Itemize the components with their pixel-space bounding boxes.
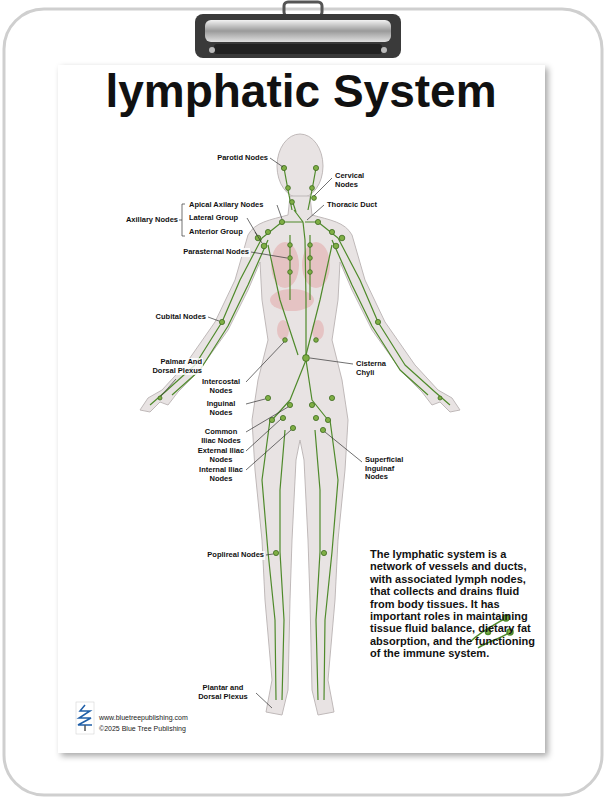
- node-label: Cubital Nodes: [155, 313, 207, 322]
- poster-title: lymphatic System: [105, 68, 496, 114]
- node-label: Apical Axilary Nodes: [188, 201, 264, 210]
- plexus-label: Plantar and Dorsal Plexus: [190, 684, 256, 701]
- website-url: www.bluetreepublishing.com: [99, 714, 188, 722]
- duct-label: Cisterna Chyli: [355, 360, 393, 377]
- node-label: Anterior Group: [188, 228, 244, 237]
- node-label: Cervical Nodes: [334, 172, 374, 189]
- node-label: Internal Iliac Nodes: [196, 466, 246, 483]
- node-label: Parotid Nodes: [216, 154, 269, 163]
- node-label: Parasternal Nodes: [182, 248, 250, 257]
- node-label: Lateral Group: [188, 214, 239, 223]
- node-label: Superficial Inguinaf Nodes: [364, 456, 416, 482]
- node-label: Poplireal Nodes: [206, 551, 265, 560]
- paper-sheet: [58, 65, 545, 753]
- clipboard-board: [4, 9, 602, 795]
- clipboard-clip: [195, 2, 401, 58]
- node-label: Inguinal Nodes: [196, 400, 246, 417]
- node-label: Intercostal Nodes: [196, 378, 246, 395]
- description-note: The lymphatic system is a network of ves…: [370, 548, 538, 660]
- node-label: Common Iliac Nodes: [196, 428, 246, 445]
- publisher-logo: [76, 702, 94, 734]
- node-label: External Iliac Nodes: [196, 447, 246, 464]
- leader-lines: [161, 158, 362, 708]
- group-label: Axillary Nodes: [125, 216, 179, 225]
- plexus-label: Palmar And Dorsal Plexus: [135, 358, 203, 375]
- copyright-note: ©2025 Blue Tree Publishing: [99, 725, 186, 733]
- duct-label: Thoracic Duct: [326, 201, 378, 210]
